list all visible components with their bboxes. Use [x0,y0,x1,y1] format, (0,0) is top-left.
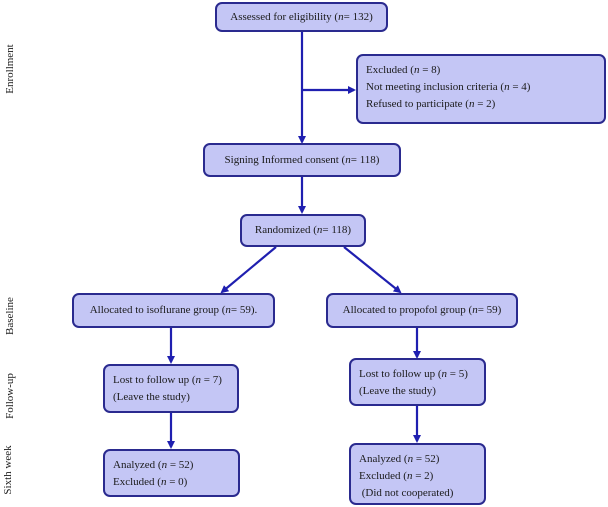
consent-box: Signing Informed consent (n = 118) [203,143,401,177]
assessed-n-label: n [338,10,344,23]
propofol-allocation-n-label: n [472,304,478,316]
consent-n-value: = 118) [350,153,380,166]
isoflurane-lost-line-1: Lost to follow up (n = 7) [113,374,222,386]
isoflurane-analyzed-line-1: Analyzed (n = 52) [113,459,194,471]
propofol-lost-box: Lost to follow up (n = 5) (Leave the stu… [349,358,486,406]
arrow-randomized-to-isoflurane [220,246,277,294]
propofol-allocation-text: Allocated to propofol group ( [342,304,473,316]
randomized-n-label: n [316,224,323,236]
propofol-allocation-box: Allocated to propofol group (n = 59) [326,293,518,328]
randomized-text: Randomized ( [254,224,317,236]
isoflurane-allocation-text: Allocated to isoflurane group ( [89,304,226,316]
excluded-line-3: Refused to participate (n = 2) [366,98,496,110]
arrow-randomized-to-propofol [343,246,402,294]
isoflurane-allocation-n-value: = 59). [230,304,258,316]
excluded-box: Excluded (n = 8) Not meeting inclusion c… [356,54,606,124]
propofol-analyzed-line-1: Analyzed (n = 52) [359,453,440,465]
propofol-lost-line-2: (Leave the study) [359,385,436,397]
consent-n-label: n [345,153,351,166]
isoflurane-lost-box: Lost to follow up (n = 7) (Leave the stu… [103,364,239,413]
assessed-n-value: = 132) [343,10,373,23]
isoflurane-analyzed-line-2: Excluded (n = 0) [113,476,188,488]
propofol-analyzed-box: Analyzed (n = 52) Excluded (n = 2) (Did … [349,443,486,505]
consent-text: Signing Informed consent ( [224,153,346,166]
isoflurane-allocation-box: Allocated to isoflurane group (n = 59). [72,293,275,328]
randomized-n-value: = 118) [322,224,352,236]
propofol-lost-line-1: Lost to follow up (n = 5) [359,368,468,380]
propofol-allocation-n-value: = 59) [477,304,502,316]
isoflurane-allocation-n-label: n [225,304,231,316]
randomized-box: Randomized (n = 118) [240,214,366,247]
isoflurane-analyzed-box: Analyzed (n = 52) Excluded (n = 0) [103,449,240,497]
assessed-box: Assessed for eligibility (n = 132) [215,2,388,32]
propofol-analyzed-line-3: (Did not cooperated) [359,487,454,499]
excluded-line-1: Excluded (n = 8) [366,64,441,76]
propofol-analyzed-line-2: Excluded (n = 2) [359,470,434,482]
isoflurane-lost-line-2: (Leave the study) [113,391,190,403]
assessed-text: Assessed for eligibility ( [230,10,339,23]
excluded-line-2: Not meeting inclusion criteria (n = 4) [366,81,531,93]
